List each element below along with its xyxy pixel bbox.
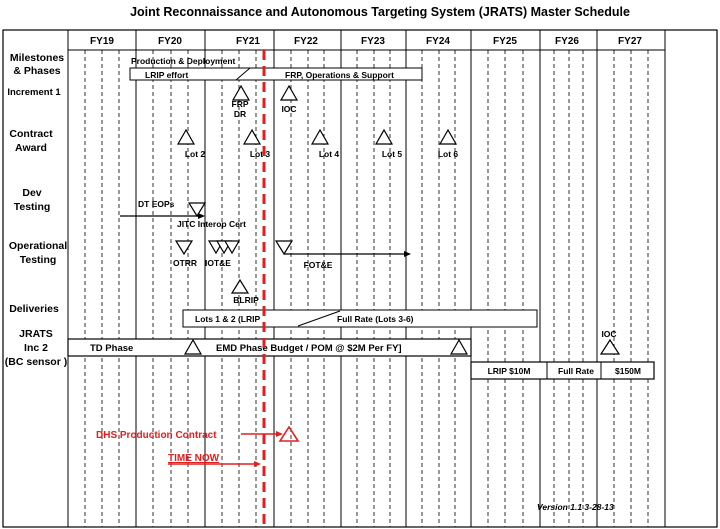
time-now-arrow-head: [254, 461, 261, 467]
label-line: Award: [15, 142, 47, 154]
lrip-effort-bar: [129, 67, 423, 81]
emd-budget-label: EMD Phase Budget / POM @ $2M Per FY]: [216, 343, 402, 354]
label-line: FRP: [232, 99, 249, 109]
contract-award-label: Lot 3: [250, 149, 271, 159]
row-label-deliveries: Deliveries: [9, 303, 59, 315]
inc2-budget-label: $150M: [615, 366, 641, 376]
contract-award-label: Lot 5: [382, 149, 403, 159]
td-phase-label: TD Phase: [90, 343, 133, 354]
emd-end-triangle: [449, 338, 469, 355]
contract-award-triangle: [242, 128, 262, 145]
schedule-title: Joint Reconnaissance and Autonomous Targ…: [130, 5, 630, 19]
inc2-td-emd-bar: [67, 338, 472, 357]
fote-triangle: [274, 240, 294, 256]
frp-dr-triangle: [231, 84, 251, 101]
deliveries: Lots 1 & 2 (LRIP Full Rate (Lots 3-6): [182, 309, 538, 328]
jrats-inc2: TD Phase EMD Phase Budget / POM @ $2M Pe…: [67, 329, 655, 380]
deliveries-bar: [182, 309, 538, 328]
dev-testing: DT EOPs JITC Interop Cert: [120, 199, 246, 229]
quarter-lines: [84, 50, 649, 527]
label-line: Milestones: [10, 52, 64, 64]
schedule-frame: [2, 29, 718, 528]
label-line: DR: [234, 109, 246, 119]
contract-award-triangle: [374, 128, 394, 145]
dt-eops-triangle: [187, 202, 207, 218]
ioc-triangle: [279, 84, 299, 101]
label-line: Dev: [22, 187, 41, 199]
fy-header: FY22: [294, 36, 318, 47]
time-now-label: TIME NOW: [168, 453, 220, 464]
full-rate-label: Full Rate (Lots 3-6): [337, 314, 414, 324]
blrip-triangle: [230, 278, 250, 294]
milestones-phases: Production & Deployment LRIP effort FRP,…: [129, 56, 423, 119]
jitc-label: JITC Interop Cert: [177, 219, 246, 229]
row-label-milestones: Milestones& Phases: [10, 52, 64, 77]
dhs-contract-label: DHS Production Contract: [96, 430, 217, 441]
label-line: (BC sensor ): [5, 356, 67, 368]
contract-awards: Lot 2 Lot 3 Lot 4 Lot 5 Lot 6: [176, 128, 459, 159]
fy-header: FY27: [618, 36, 642, 47]
label-line: & Phases: [13, 65, 60, 77]
deliveries-transition-slash: [297, 310, 341, 327]
label-line: Contract: [9, 128, 53, 140]
ioc-label: IOC: [281, 104, 296, 114]
red-annotations: DHS Production Contract TIME NOW: [96, 425, 300, 467]
fote-arrow-head: [404, 251, 411, 257]
row-label-jrats-inc2: JRATS Inc 2 (BC sensor ): [5, 328, 67, 368]
otrr-label: OTRR: [173, 258, 197, 268]
lots-1-2-label: Lots 1 & 2 (LRIP: [195, 314, 261, 324]
contract-award-label: Lot 2: [185, 149, 206, 159]
schedule-grid: [2, 29, 718, 528]
fy-header: FY21: [236, 36, 260, 47]
lrip-effort-label: LRIP effort: [145, 70, 188, 80]
inc2-lrip-label: LRIP $10M: [488, 366, 531, 376]
inc2-lrip-bar: [470, 361, 655, 380]
production-deployment-label: Production & Deployment: [131, 56, 236, 66]
otrr-triangle: [174, 240, 194, 256]
fy-header: FY26: [555, 36, 579, 47]
contract-award-label: Lot 6: [438, 149, 459, 159]
row-label-increment1: Increment 1: [7, 87, 61, 98]
dhs-arrow-head: [276, 431, 283, 437]
fy-headers: FY19 FY20 FY21 FY22 FY23 FY24 FY25 FY26 …: [90, 36, 642, 47]
label-line: Operational: [9, 240, 67, 252]
contract-award-triangle: [176, 128, 196, 145]
version-label: Version 1.1 3-28-13: [537, 502, 614, 512]
inc2-ioc-label: IOC: [601, 329, 616, 339]
frp-ops-support-label: FRP, Operations & Support: [285, 70, 394, 80]
dhs-contract-triangle: [278, 425, 300, 442]
label-line: Testing: [20, 254, 57, 266]
dt-arrow-head: [198, 213, 205, 219]
inc2-ioc-triangle: [599, 338, 621, 355]
fy-header: FY23: [361, 36, 385, 47]
td-phase-end-triangle: [183, 338, 203, 355]
contract-award-triangle: [310, 128, 330, 145]
contract-award-label: Lot 4: [319, 149, 340, 159]
fy-header: FY25: [493, 36, 517, 47]
label-line: JRATS: [19, 328, 53, 340]
phase-transition-slash: [235, 67, 251, 81]
contract-award-triangle: [438, 128, 458, 145]
fy-header: FY20: [158, 36, 182, 47]
inc2-full-rate-label: Full Rate: [558, 366, 594, 376]
label-line: Testing: [14, 201, 51, 213]
iote-label: IOT&E: [205, 258, 231, 268]
dt-eops-label: DT EOPs: [138, 199, 175, 209]
fy-header: FY19: [90, 36, 114, 47]
operational-testing: OTRR IOT&E FOT&E BLRIP: [173, 240, 411, 305]
label-line: Inc 2: [24, 342, 48, 354]
iote-triangle: [223, 240, 241, 255]
fote-label: FOT&E: [304, 260, 333, 270]
fy-header: FY24: [426, 36, 450, 47]
blrip-label: BLRIP: [233, 295, 259, 305]
